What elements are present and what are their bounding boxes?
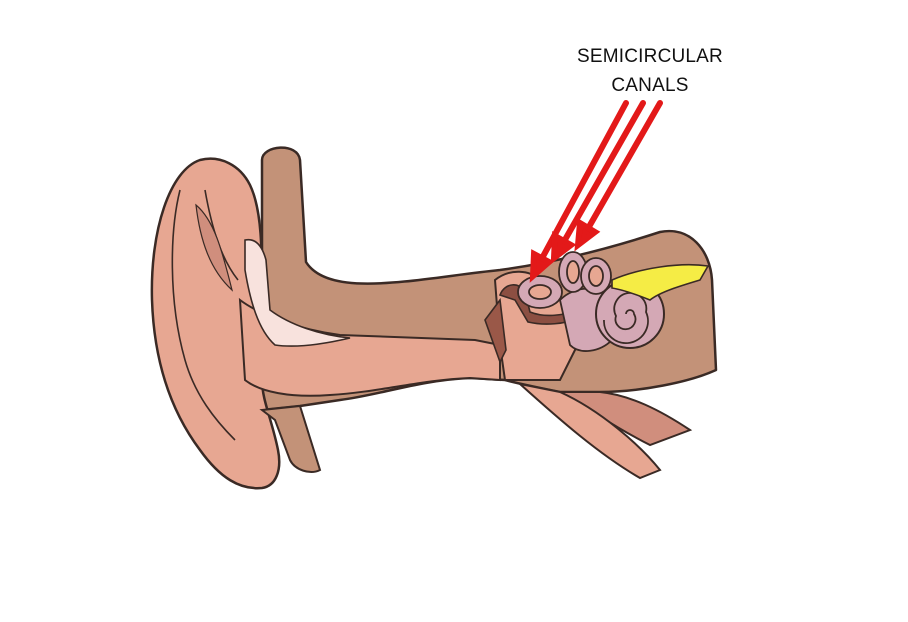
eustachian-tube-lower [516, 382, 662, 480]
jaw-process [259, 404, 322, 473]
ear-canal-highlight [244, 238, 351, 347]
semicircular-canals-pointer [529, 100, 663, 283]
semicircular-canals [517, 251, 612, 309]
arrow-2 [559, 100, 646, 248]
pinna-ridge [195, 203, 234, 292]
auditory-nerve [611, 263, 710, 301]
semicircular-canals-label-line-1: SEMICIRCULAR [577, 46, 723, 67]
arrow-3 [583, 100, 663, 235]
semicircular-canals-label-line-2: CANALS [611, 75, 689, 96]
eardrum [484, 297, 507, 365]
